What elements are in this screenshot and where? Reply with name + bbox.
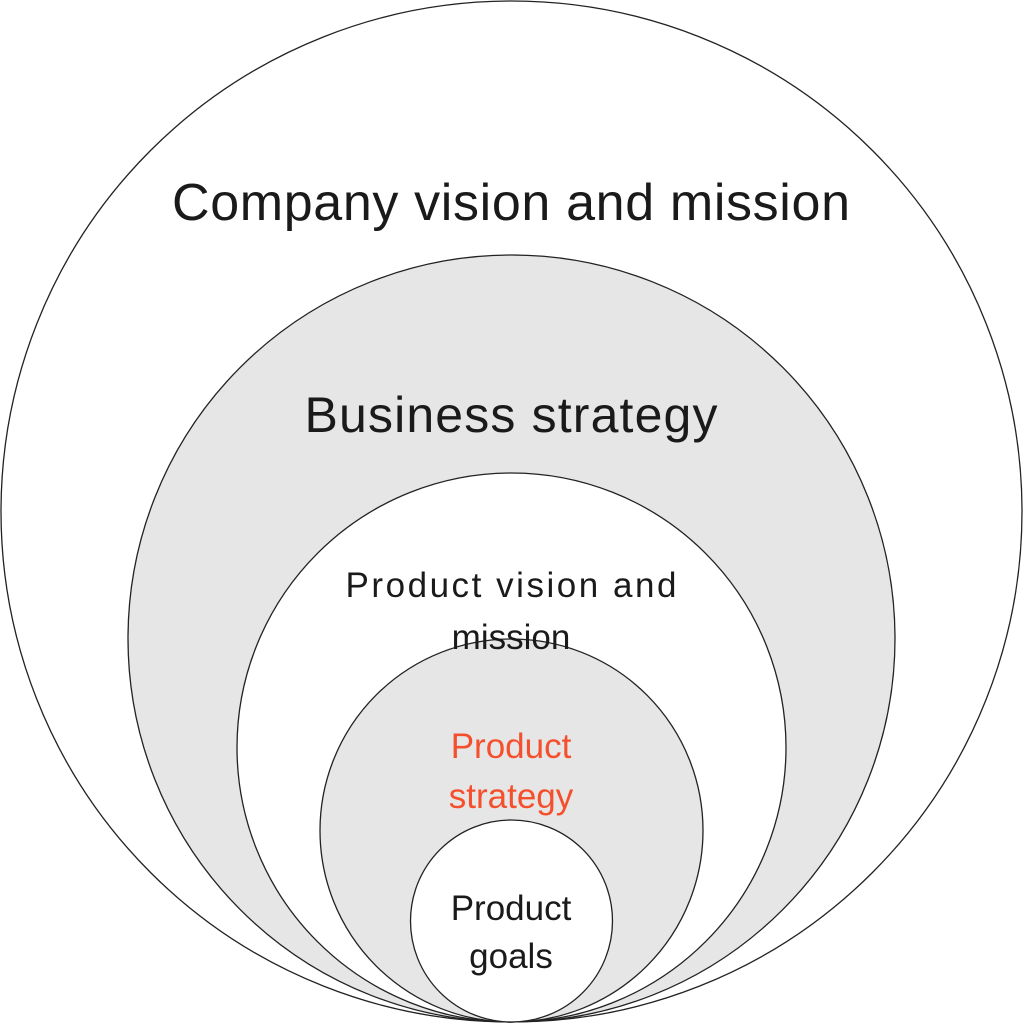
label-product-vision-line1: Product vision and — [346, 566, 677, 605]
label-business-strategy: Business strategy — [305, 387, 718, 443]
label-product-vision-line2: mission — [452, 618, 571, 657]
label-product-goals-line1: Product — [451, 889, 572, 928]
label-product-strategy-line1: Product — [451, 727, 572, 766]
label-product-goals-line2: goals — [469, 937, 553, 976]
label-company-vision: Company vision and mission — [172, 174, 850, 232]
label-product-strategy-line2: strategy — [449, 777, 574, 816]
circle-product-goals — [409, 819, 614, 1023]
